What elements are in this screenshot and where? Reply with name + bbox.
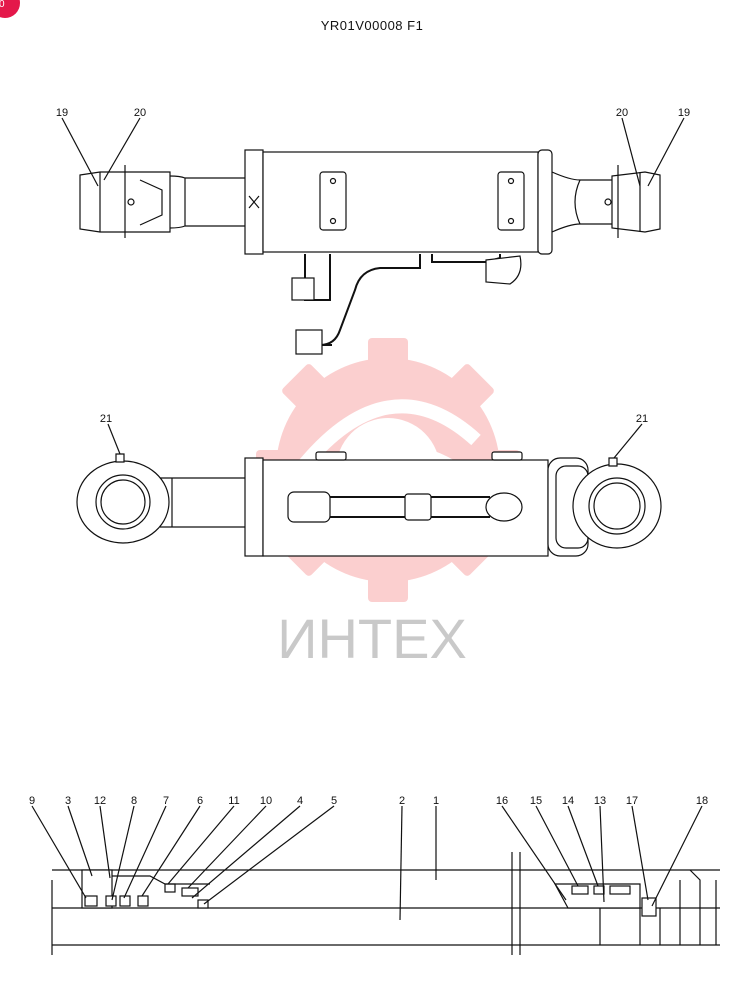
watermark-swoosh (294, 399, 481, 475)
watermark-gear-tooth (368, 338, 408, 378)
callout-1: 1 (433, 795, 439, 807)
left-rod-lower (169, 225, 245, 229)
callout-6: 6 (197, 795, 203, 807)
cap-flange (537, 149, 553, 255)
cylinder-barrel (262, 151, 539, 253)
left-rod-end-taper (139, 179, 163, 226)
mount-boss-right (497, 171, 525, 231)
watermark-gear-tooth (440, 364, 494, 418)
mount-bolt (507, 177, 515, 185)
pipe-port-left (304, 254, 331, 301)
pipe-connector-left (291, 277, 315, 301)
side-boss (315, 451, 347, 461)
mount-bolt (507, 217, 515, 225)
callout-7: 7 (163, 795, 169, 807)
callout-19-left: 19 (56, 107, 68, 119)
side-boss (491, 451, 523, 461)
right-clevis-curve (574, 179, 581, 225)
mount-boss-left (319, 171, 347, 231)
section-ring-15 (571, 885, 589, 895)
pipe-elbow-right (485, 255, 522, 285)
right-eye-bushing (593, 482, 641, 530)
left-rod-side (160, 477, 245, 528)
callout-9: 9 (29, 795, 35, 807)
section-ring-14 (593, 885, 605, 895)
grease-nipple-left-icon (115, 453, 125, 463)
right-clevis-lower (551, 223, 612, 233)
section-seal-6 (137, 895, 149, 907)
left-rod-upper (169, 175, 245, 179)
section-ring-11 (164, 883, 176, 893)
page-badge: 0 (0, 0, 20, 18)
right-eye-bore (588, 477, 646, 535)
pipe-connector-bottom (295, 329, 323, 355)
callout-20-left: 20 (134, 107, 146, 119)
callout-8: 8 (131, 795, 137, 807)
side-pipe-fitting-right (485, 492, 523, 522)
callout-21-left: 21 (100, 413, 112, 425)
callout-13: 13 (594, 795, 606, 807)
callout-3: 3 (65, 795, 71, 807)
callout-20-right: 20 (616, 107, 628, 119)
left-eye-bore (95, 474, 151, 530)
left-grease-fitting-icon (127, 198, 135, 206)
section-ring-10 (181, 887, 199, 897)
callout-19-right: 19 (678, 107, 690, 119)
pipe-line-lower (319, 254, 421, 346)
section-seal-9 (84, 895, 98, 907)
section-gland-profile (112, 875, 210, 885)
callout-14: 14 (562, 795, 574, 807)
left-eye-bushing (100, 479, 146, 525)
callout-5: 5 (331, 795, 337, 807)
grease-nipple-right-icon (608, 457, 618, 467)
section-view (51, 852, 720, 955)
mount-bolt (329, 177, 337, 185)
callout-17: 17 (626, 795, 638, 807)
mount-bolt (329, 217, 337, 225)
gland-wrench-flat-icon (248, 195, 260, 209)
callout-10: 10 (260, 795, 272, 807)
top-view (79, 149, 661, 355)
callout-18: 18 (696, 795, 708, 807)
section-cap-end (689, 869, 701, 945)
right-clevis-upper (551, 171, 612, 181)
page-badge-label: 0 (0, 0, 5, 10)
callout-16: 16 (496, 795, 508, 807)
watermark-gear-tooth (368, 562, 408, 602)
side-pipe-block-left (287, 491, 331, 523)
section-seal-8 (105, 895, 117, 907)
side-head-gland (244, 457, 264, 557)
watermark-text: ИНТЕХ (277, 607, 467, 670)
right-grease-fitting-icon (604, 198, 612, 206)
callout-11: 11 (228, 795, 239, 807)
section-nut-18 (641, 897, 657, 917)
section-seal-7 (119, 895, 131, 907)
callout-15: 15 (530, 795, 542, 807)
callout-12: 12 (94, 795, 106, 807)
callouts: 19 20 20 19 21 21 9 3 12 8 7 6 11 10 4 5… (29, 107, 708, 807)
callout-2: 2 (399, 795, 405, 807)
leader-lines (31, 117, 703, 921)
section-ring-13 (609, 885, 631, 895)
section-ring-5 (197, 899, 209, 909)
drawing-code: YR01V00008 F1 (320, 18, 424, 33)
watermark-gear-tooth (282, 364, 336, 418)
callout-4: 4 (297, 795, 303, 807)
right-rod-end (611, 171, 661, 233)
side-pipe-clamp (404, 493, 432, 521)
callout-21-right: 21 (636, 413, 648, 425)
side-view (76, 451, 662, 557)
